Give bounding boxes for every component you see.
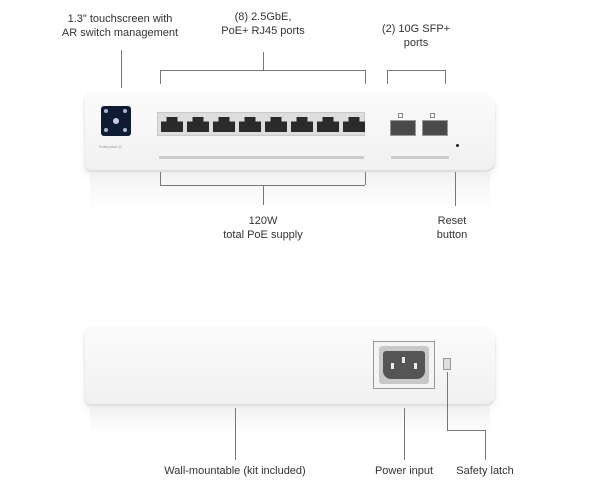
reset-button — [456, 144, 459, 147]
latch-leader-line — [447, 372, 448, 430]
front-reflection — [90, 172, 490, 212]
reset-leader-line — [455, 172, 456, 206]
safety-latch — [443, 358, 451, 370]
rj45-ports — [157, 112, 365, 136]
touchscreen — [101, 106, 131, 136]
poe-bracket-stem — [263, 185, 264, 205]
sfp-port-2 — [422, 120, 448, 136]
rj45-label: (8) 2.5GbE,PoE+ RJ45 ports — [221, 11, 305, 37]
latch-leader-horizontal — [447, 430, 485, 431]
poe-bracket-left — [160, 172, 161, 185]
latch-leader-down — [485, 430, 486, 460]
rj45-bracket-left — [160, 70, 161, 84]
safety-latch-label: Safety latch — [456, 465, 514, 477]
brand-logo: Enterprise ◎ — [99, 144, 122, 149]
sfp-bracket-left — [387, 70, 388, 84]
wall-leader-line — [235, 408, 236, 460]
switch-front: Enterprise ◎ — [85, 92, 495, 170]
sfp-bracket-right — [445, 70, 446, 84]
sfp-led-bar — [391, 156, 449, 159]
poe-bracket-right — [365, 172, 366, 185]
sfp-label: (2) 10G SFP+ports — [381, 23, 451, 49]
power-input-socket — [373, 341, 435, 389]
rj45-led-bar — [159, 156, 364, 159]
power-input-label: Power input — [374, 465, 434, 477]
back-reflection — [90, 406, 490, 436]
rj45-bracket-right — [365, 70, 366, 84]
power-leader-line — [404, 408, 405, 460]
rj45-bracket-stem — [263, 52, 264, 70]
rj45-bracket — [160, 70, 365, 71]
touchscreen-leader-line — [121, 50, 122, 88]
switch-back — [85, 326, 495, 404]
poe-bracket — [160, 185, 365, 186]
sfp-port-1 — [390, 120, 416, 136]
sfp-bracket — [387, 70, 445, 71]
wall-mount-label: Wall-mountable (kit included) — [164, 465, 306, 477]
